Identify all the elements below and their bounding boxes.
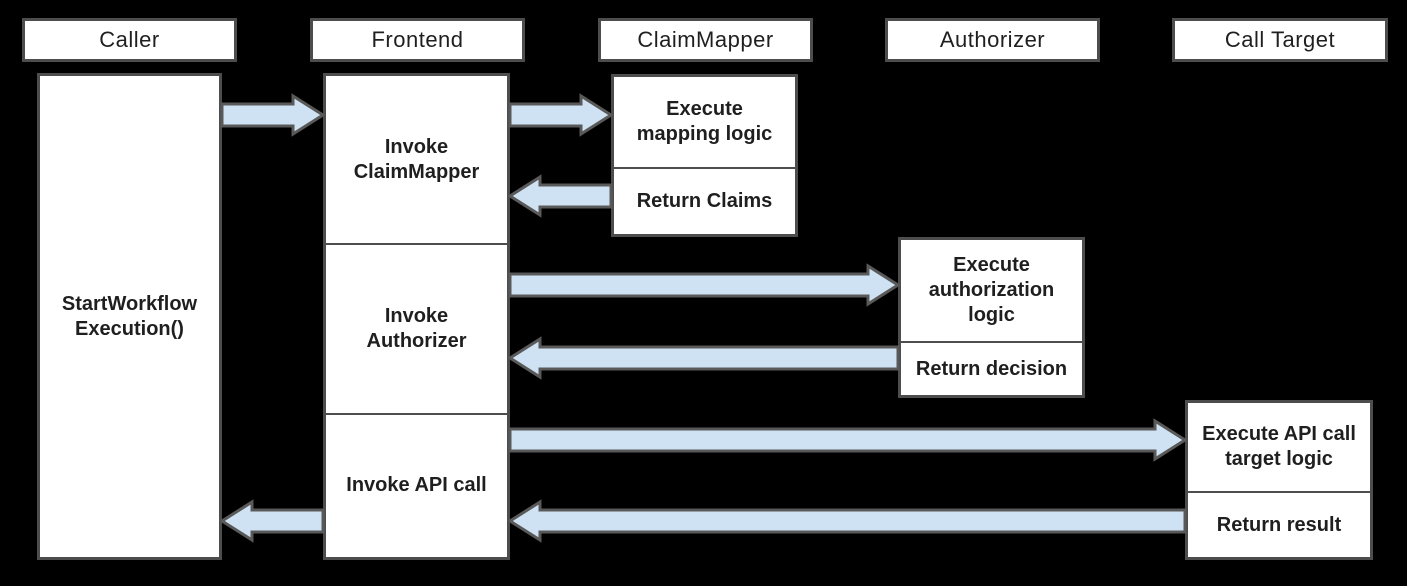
box-startworkflowexecution: StartWorkflow Execution() bbox=[40, 76, 219, 557]
box-label-line: Return result bbox=[1216, 513, 1342, 536]
box-label-line: StartWorkflow bbox=[61, 292, 198, 315]
box-label-line: authorization bbox=[928, 279, 1055, 302]
box-label-line: Execute API call bbox=[1202, 423, 1356, 445]
actor-label: Frontend bbox=[371, 27, 464, 52]
box-label-line: Return Claims bbox=[636, 190, 773, 213]
box-label-line: Execution() bbox=[75, 317, 184, 340]
arrow-frontend-to-claimmapper bbox=[508, 93, 614, 137]
box-label-line: Invoke bbox=[384, 135, 449, 158]
actor-label: Call Target bbox=[1224, 27, 1336, 52]
box-label-line: Execute bbox=[953, 254, 1030, 277]
box-execute-api-call-target-logic: Execute API call target logic bbox=[1188, 403, 1370, 491]
box-label-line: Invoke API call bbox=[346, 474, 487, 497]
actor-label: ClaimMapper bbox=[637, 27, 774, 52]
box-label-line: logic bbox=[968, 304, 1015, 327]
calltarget-activation-stack: Execute API call target logic Return res… bbox=[1185, 400, 1373, 560]
actor-label: Caller bbox=[99, 27, 160, 52]
arrow-caller-to-frontend bbox=[220, 93, 326, 137]
box-label-line: target logic bbox=[1225, 448, 1333, 470]
arrow-frontend-to-authorizer bbox=[508, 263, 901, 307]
actor-header-claimmapper: ClaimMapper bbox=[598, 18, 813, 62]
arrow-calltarget-to-frontend bbox=[507, 499, 1187, 543]
arrow-authorizer-to-frontend bbox=[507, 336, 900, 380]
actor-label: Authorizer bbox=[939, 27, 1046, 52]
actor-header-calltarget: Call Target bbox=[1172, 18, 1388, 62]
frontend-activation-stack: Invoke ClaimMapper Invoke Authorizer Inv… bbox=[323, 73, 510, 560]
actor-header-authorizer: Authorizer bbox=[885, 18, 1100, 62]
box-invoke-authorizer: Invoke Authorizer bbox=[326, 243, 507, 413]
arrow-claimmapper-to-frontend bbox=[507, 174, 613, 218]
claimmapper-activation-stack: Execute mapping logic Return Claims bbox=[611, 74, 798, 237]
box-return-claims: Return Claims bbox=[614, 167, 795, 234]
box-invoke-claimmapper: Invoke ClaimMapper bbox=[326, 76, 507, 243]
actor-header-frontend: Frontend bbox=[310, 18, 525, 62]
box-label-line: Invoke bbox=[384, 305, 449, 327]
box-execute-authorization-logic: Execute authorization logic bbox=[901, 240, 1082, 341]
box-return-decision: Return decision bbox=[901, 341, 1082, 395]
box-label-line: mapping logic bbox=[636, 123, 773, 146]
box-label-line: Authorizer bbox=[366, 330, 467, 352]
arrow-frontend-to-calltarget bbox=[508, 418, 1188, 462]
box-label-line: Execute bbox=[666, 98, 743, 121]
actor-header-caller: Caller bbox=[22, 18, 237, 62]
caller-activation-box: StartWorkflow Execution() bbox=[37, 73, 222, 560]
box-return-result: Return result bbox=[1188, 491, 1370, 557]
authorizer-activation-stack: Execute authorization logic Return decis… bbox=[898, 237, 1085, 398]
box-label-line: ClaimMapper bbox=[353, 160, 480, 183]
arrow-frontend-to-caller bbox=[219, 499, 325, 543]
box-execute-mapping-logic: Execute mapping logic bbox=[614, 77, 795, 167]
box-invoke-api-call: Invoke API call bbox=[326, 412, 507, 557]
box-label-line: Return decision bbox=[915, 357, 1068, 380]
